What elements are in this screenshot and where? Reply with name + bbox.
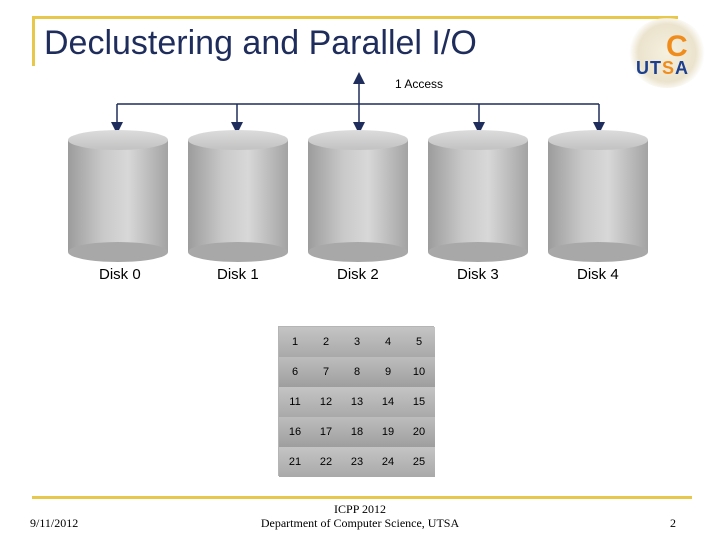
disk-2-cylinder	[308, 130, 408, 262]
block-cell: 12	[310, 387, 342, 417]
block-cell: 18	[341, 417, 373, 447]
block-cell: 5	[403, 327, 435, 357]
disk-label-1: Disk 1	[217, 266, 259, 283]
block-cell: 14	[372, 387, 404, 417]
disk-label-4: Disk 4	[577, 266, 619, 283]
block-cell: 10	[403, 357, 435, 387]
disk-label-0: Disk 0	[99, 266, 141, 283]
block-cell: 8	[341, 357, 373, 387]
footer-date: 9/11/2012	[30, 516, 79, 530]
seal-icon	[628, 18, 706, 88]
disk-label-3: Disk 3	[457, 266, 499, 283]
footer-center: ICPP 2012 Department of Computer Science…	[200, 502, 520, 530]
block-cell: 2	[310, 327, 342, 357]
block-cell: 3	[341, 327, 373, 357]
block-cell: 24	[372, 447, 404, 477]
block-cell: 20	[403, 417, 435, 447]
block-grid: 1 2 3 4 5 6 7 8 9 10 11 12 13 14 15 16 1…	[278, 326, 435, 477]
block-cell: 11	[279, 387, 311, 417]
page-number: 2	[670, 516, 676, 530]
block-cell: 19	[372, 417, 404, 447]
block-cell: 4	[372, 327, 404, 357]
block-cell: 22	[310, 447, 342, 477]
block-cell: 13	[341, 387, 373, 417]
block-cell: 25	[403, 447, 435, 477]
block-cell: 15	[403, 387, 435, 417]
access-label: 1 Access	[395, 77, 444, 91]
logo-letter: C	[666, 30, 688, 63]
logo-text: UTSA	[636, 58, 690, 78]
utsa-logo: C UTSA	[628, 18, 708, 88]
disk-1-cylinder	[188, 130, 288, 262]
block-cell: 17	[310, 417, 342, 447]
footer-department: Department of Computer Science, UTSA	[260, 516, 460, 530]
block-cell: 7	[310, 357, 342, 387]
block-cell: 23	[341, 447, 373, 477]
disk-3-cylinder	[428, 130, 528, 262]
block-cell: 21	[279, 447, 311, 477]
disk-0-cylinder	[68, 130, 168, 262]
slide-title: Declustering and Parallel I/O	[44, 24, 477, 62]
footer-conference: ICPP 2012	[334, 502, 386, 516]
block-cell: 9	[372, 357, 404, 387]
block-cell: 1	[279, 327, 311, 357]
disk-label-2: Disk 2	[337, 266, 379, 283]
block-cell: 6	[279, 357, 311, 387]
block-cell: 16	[279, 417, 311, 447]
disk-4-cylinder	[548, 130, 648, 262]
footer-divider	[32, 496, 692, 499]
title-frame	[32, 16, 678, 66]
